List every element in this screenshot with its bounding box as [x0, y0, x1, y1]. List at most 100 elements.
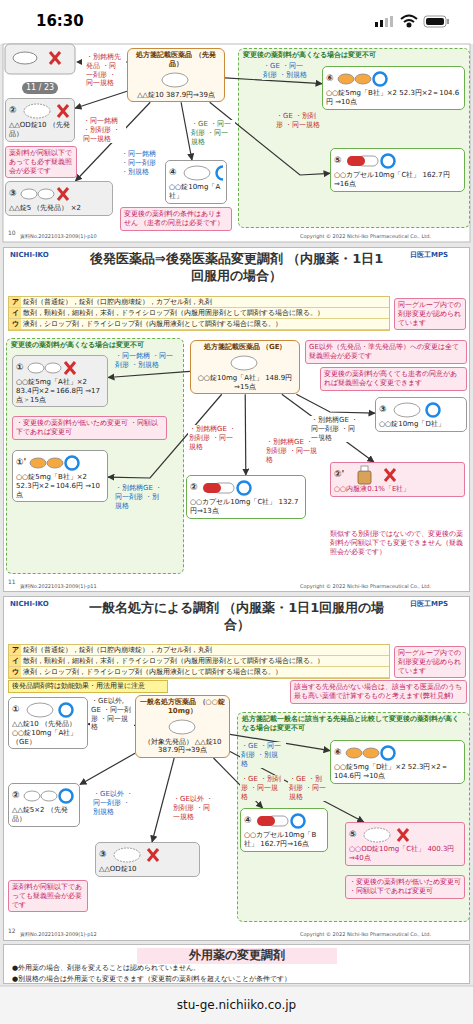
callout-number: ② [190, 482, 198, 493]
flow-arrow [213, 758, 262, 808]
drug-picture [359, 825, 411, 845]
flow-arrow [210, 102, 330, 175]
icon-row: ①' [16, 453, 104, 473]
slide-band: 一般名処方による調剤 （内服薬・1日1回服用の場合）ア錠剤（普通錠），錠剤（口腔… [3, 596, 470, 941]
drug-box: ①'○○錠5mg「B社」×2 52.3円×2＝104.6円 ⇒10点 [12, 450, 108, 502]
node-text: 外用薬の変更調剤 [137, 948, 337, 964]
icon-row: ③ [9, 184, 109, 204]
node-text: 散剤，顆粒剤，細粒剤，末剤，ドライシロップ剤（内服用固形剤として調剤する場合に限… [21, 308, 389, 319]
bottle-picture [361, 466, 368, 471]
page-number: 12 [8, 927, 16, 935]
callout-number: ③ [99, 849, 107, 860]
node-text: △△OD錠10 [99, 865, 196, 874]
prescribed-drug-box: 処方箋記載医薬品 （先発品）△△錠10 387.9円⇒39点 [127, 48, 225, 102]
node-text: 変更後の薬剤料の条件はありません （患者の同意は必要です） [124, 210, 228, 228]
url-text: stu-ge.nichiiko.co.jp [0, 998, 473, 1013]
url-bar [0, 986, 473, 1024]
drug-picture [226, 353, 264, 373]
flow-arrow [230, 734, 330, 750]
drug-box: ①△△錠10 （先発品）○○錠10mg「A社」（GE） [8, 697, 88, 749]
flow-arrow [88, 724, 135, 725]
tablet-picture [346, 748, 362, 758]
flow-arrow [282, 394, 374, 462]
circle-mark [426, 404, 439, 417]
document-number: 資料No.20221013-2009(1)-p12 [20, 931, 97, 937]
node-text: △△錠10 （先発品） [12, 720, 84, 729]
drug-picture [22, 786, 74, 806]
drug-picture [254, 811, 306, 831]
node-text: △△錠5×2 （先発品） [12, 806, 76, 824]
slide-frame [3, 44, 470, 242]
condition-text: ・同一銘柄 ・同一剤形 ・別規格 [114, 352, 176, 370]
note-callout: ・変更後の薬剤料が低いため変更可 ・同額以下であれば変更可 [12, 416, 167, 440]
icon-row: ④ [244, 811, 324, 831]
node-text: 後発医薬品⇒後発医薬品変更調剤 （内服薬・1日1回服用の場合） [87, 251, 387, 285]
node-text: ○○OD錠10mg「C社」 400.3円⇒40点 [349, 845, 461, 863]
flow-arrow [108, 371, 190, 377]
icon-row: ⑥ [334, 743, 461, 763]
flow-arrow [230, 752, 364, 822]
signal-icon [375, 16, 393, 27]
drug-picture [389, 400, 441, 420]
condition-text: ・GE以外 ・同一剤形 ・別規格 [92, 790, 136, 816]
node-text: 一般名処方医薬品 （○○錠10mg） [139, 698, 226, 716]
condition-text: ・別銘柄GE ・同一剤形 ・別規格 [114, 484, 166, 510]
cross-mark [148, 849, 158, 861]
node-text: 後発品調剤時は効能効果・用法用量に注意 [12, 682, 164, 691]
node-text: 変更後の薬剤料が高くなる場合は変更不可 [243, 51, 465, 60]
icon-row: ④ [169, 163, 223, 183]
page-indicator: 11 / 23 [22, 82, 58, 94]
drug-picture [157, 70, 195, 90]
copyright: Copyright © 2022 Nichi-Iko Pharmaceutica… [300, 931, 431, 937]
condition-text: ・GE ・別剤形 ・同一規格 [240, 775, 284, 801]
circle-mark [59, 790, 72, 803]
bullet-text: ●別規格の場合は外用薬でも変更できます（変更前の薬剤料を超えないことが条件です） [12, 975, 291, 984]
circle-mark [237, 482, 250, 495]
node-text: ○○カプセル10mg「C社」 132.7円⇒13点 [190, 498, 302, 516]
drug-picture [109, 845, 161, 865]
drug-picture [336, 69, 388, 89]
condition-text: ・GE ・同一剤形 ・同一規格 [190, 120, 235, 146]
flow-arrow [108, 394, 222, 478]
capsule-picture [203, 483, 221, 493]
note-callout: ・変更後の薬剤料が低いため変更可 ・同額以下であれば変更可 [345, 875, 465, 899]
tablet-picture [21, 189, 37, 199]
drug-box: ②△△錠5×2 （先発品） [8, 783, 80, 827]
node-text: 薬剤料が同額以下であっても疑義照会が必要です [12, 883, 84, 909]
tablet-picture [394, 403, 420, 417]
node-text: 液剤，シロップ剤，ドライシロップ剤（内服用液剤として調剤する場合に限る。） [21, 319, 389, 330]
condition-text: ・GE ・同一剤形 ・別規格 [240, 742, 286, 768]
node-text: ○○錠5mg「B社」×2 52.3円×2＝104.6円 ⇒10点 [326, 89, 461, 107]
page-number: 10 [8, 229, 16, 237]
drug-picture [26, 358, 78, 378]
drug-picture [19, 101, 71, 121]
drug-box: ③○○錠10mg「D社」 [375, 397, 467, 432]
capsule-picture [347, 156, 365, 166]
tablet-picture [114, 848, 140, 862]
condition-text: ・GE ・別剤形 ・同一規格 [275, 112, 323, 130]
capsule-picture [257, 816, 275, 826]
document-number: 資料No.20221013-2009(1)-p10 [20, 233, 97, 239]
node-text: 変更後の薬剤料が高くても患者の同意があれば疑義照会なく変更できます [324, 370, 463, 388]
note-callout: 薬剤料が同額以下であっても疑義照会が必要です [8, 880, 88, 912]
tablet-picture [24, 791, 40, 801]
node-text: 変更後の薬剤料が高くなる場合は変更不可 [11, 341, 179, 350]
node-text: ○○カプセル10mg「C社」 162.7円⇒16点 [334, 171, 461, 189]
note-callout: 薬剤料が同額以下であっても必ず疑義照会が必要です [5, 146, 77, 178]
tablet-picture [231, 356, 257, 370]
circle-mark [381, 155, 394, 168]
tablet-picture [27, 703, 53, 717]
condition-text: ・別銘柄先発品 ・同一剤形 ・同一規格 [82, 52, 126, 89]
drug-picture [346, 465, 398, 485]
tablet-picture [338, 74, 354, 84]
circle-mark [381, 747, 394, 760]
cropped-box [5, 44, 75, 74]
wifi-icon [401, 16, 417, 27]
node-text: ○○カプセル10mg「B社」 162.7円⇒16点 [244, 831, 324, 849]
node-text: ○○錠10mg「A社」 148.9円⇒15点 [194, 374, 296, 392]
callout-number: ②' [334, 469, 344, 480]
cross-mark [65, 362, 75, 374]
node-text: ○○錠10mg「D社」 [379, 420, 463, 429]
drug-picture [164, 717, 202, 737]
